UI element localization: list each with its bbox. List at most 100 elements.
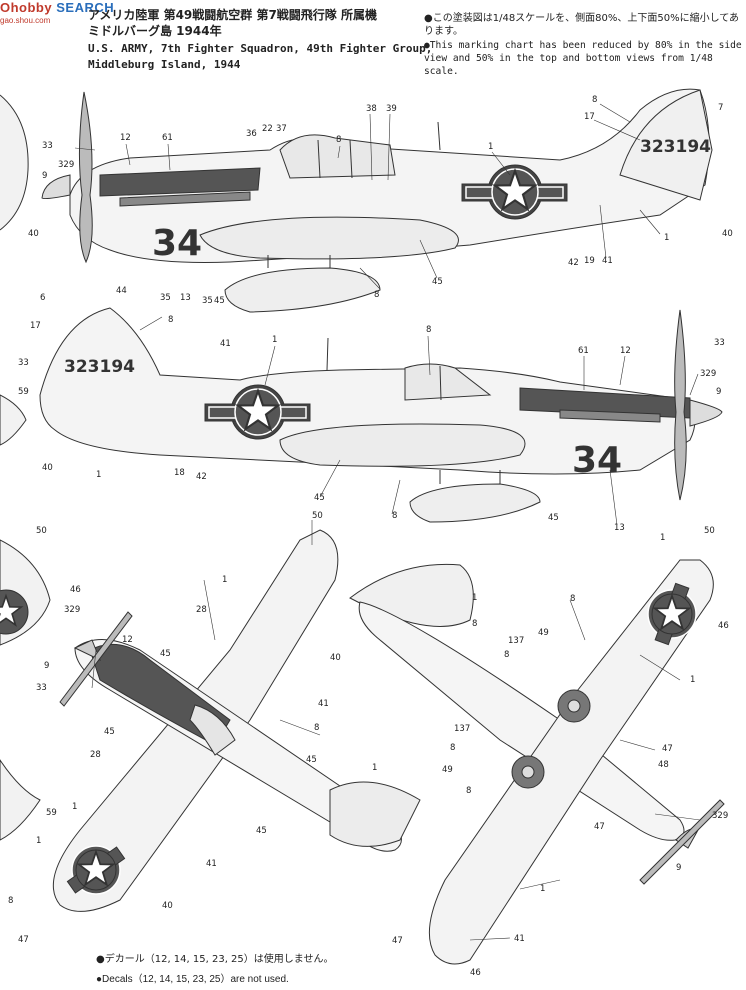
header-en-line1: U.S. ARMY, 7th Fighter Squadron, 49th Fi… [88,42,433,55]
callout-40e: 40 [162,901,173,911]
callout-19: 19 [584,256,595,266]
callout-8c: 8 [374,290,379,300]
callout-33b: 33 [18,358,29,368]
callout-1a: 1 [488,142,493,152]
callout-39: 39 [386,104,397,114]
aircraft-markings: 323194 34 323194 34 [64,137,711,481]
callout-6: 6 [40,293,45,303]
callout-44: 44 [116,286,127,296]
callout-47d: 47 [392,936,403,946]
callout-41e: 41 [514,934,525,944]
callout-8d: 8 [168,315,173,325]
callout-8e: 8 [426,325,431,335]
callout-9d: 9 [676,863,681,873]
header-en-line2: Middleburg Island, 1944 [88,58,241,71]
callout-8k: 8 [450,743,455,753]
callout-50a: 50 [36,526,47,536]
callout-1h: 1 [690,675,695,685]
callout-12c: 12 [122,635,133,645]
callout-47b: 47 [594,822,605,832]
callout-1k: 1 [36,836,41,846]
callout-61: 61 [162,133,173,143]
callout-45a: 45 [214,296,225,306]
callout-47a: 47 [662,744,673,754]
callout-45c: 45 [314,493,325,503]
callout-28b: 28 [90,750,101,760]
callout-leaders [74,103,701,941]
scale-note-jp: ●この塗装図は1/48スケールを、側面80%、上下面50%に縮小してあります。 [424,13,740,37]
callout-45g: 45 [306,755,317,765]
header-subtitle-jp: ミドルバーグ島 1944年 [88,24,222,38]
scale-note-en: ●This marking chart has been reduced by … [424,40,742,77]
callout-47c: 47 [18,935,29,945]
callout-22: 22 [262,124,273,134]
callout-40a: 40 [28,229,39,239]
callout-329b: 329 [700,369,716,379]
callout-13b: 13 [614,523,625,533]
callout-9c: 9 [44,661,49,671]
callout-8h: 8 [472,619,477,629]
callout-8i: 8 [504,650,509,660]
callout-40d: 40 [330,653,341,663]
callout-35b: 35 [202,296,213,306]
callout-1b: 1 [664,233,669,243]
callout-8j: 8 [314,723,319,733]
watermark-sub: gao.shou.com [0,16,51,25]
callout-1j: 1 [72,802,77,812]
callout-49a: 49 [538,628,549,638]
callout-1g: 1 [472,593,477,603]
callout-38: 38 [366,104,377,114]
callout-59b: 59 [46,808,57,818]
callout-1e: 1 [660,533,665,543]
callout-numbers: 33 12 61 329 9 36 22 37 8 38 39 1 8 17 7… [8,95,733,978]
callout-8f: 8 [392,511,397,521]
callout-40c: 40 [42,463,53,473]
callout-33: 33 [42,141,53,151]
footer-note-jp: ●デカール（12, 14, 15, 23, 25）は使用しません。 [96,954,334,965]
code-number-side2: 34 [572,440,622,481]
footer-note-en: ●Decals（12, 14, 15, 23, 25）are not used. [96,974,289,985]
callout-329: 329 [58,160,74,170]
callout-1d: 1 [96,470,101,480]
callout-8g: 8 [570,594,575,604]
callout-48: 48 [658,760,669,770]
callout-137b: 137 [454,724,470,734]
callout-41d: 41 [206,859,217,869]
side-view-left-facing [0,88,713,313]
callout-45e: 45 [160,649,171,659]
callout-41a: 41 [602,256,613,266]
callout-7: 7 [718,103,723,113]
callout-37: 37 [276,124,287,134]
callout-45f: 45 [104,727,115,737]
callout-36: 36 [246,129,257,139]
callout-33c: 33 [714,338,725,348]
header-title-en: U.S. ARMY, 7th Fighter Squadron, 49th Fi… [88,41,432,73]
callout-9: 9 [42,171,47,181]
callout-17b: 17 [30,321,41,331]
callout-46a: 46 [70,585,81,595]
watermark-text-left: Ohobby [0,0,53,15]
callout-45h: 45 [256,826,267,836]
callout-12: 12 [120,133,131,143]
callout-49b: 49 [442,765,453,775]
callout-46c: 46 [470,968,481,978]
callout-50b: 50 [312,511,323,521]
callout-45d: 45 [548,513,559,523]
watermark-text-right: SEARCH [56,0,115,15]
callout-42a: 42 [568,258,579,268]
side-view-right-facing [0,307,723,523]
callout-8l: 8 [466,786,471,796]
callout-33d: 33 [36,683,47,693]
callout-46b: 46 [718,621,729,631]
callout-40b: 40 [722,229,733,239]
watermark-logo: Ohobby SEARCH [0,0,114,16]
callout-35a: 35 [160,293,171,303]
callout-61b: 61 [578,346,589,356]
code-number-side1: 34 [152,223,202,264]
callout-28a: 28 [196,605,207,615]
callout-12b: 12 [620,346,631,356]
top-view [0,529,421,912]
callout-17a: 17 [584,112,595,122]
serial-number-side2: 323194 [64,357,135,377]
